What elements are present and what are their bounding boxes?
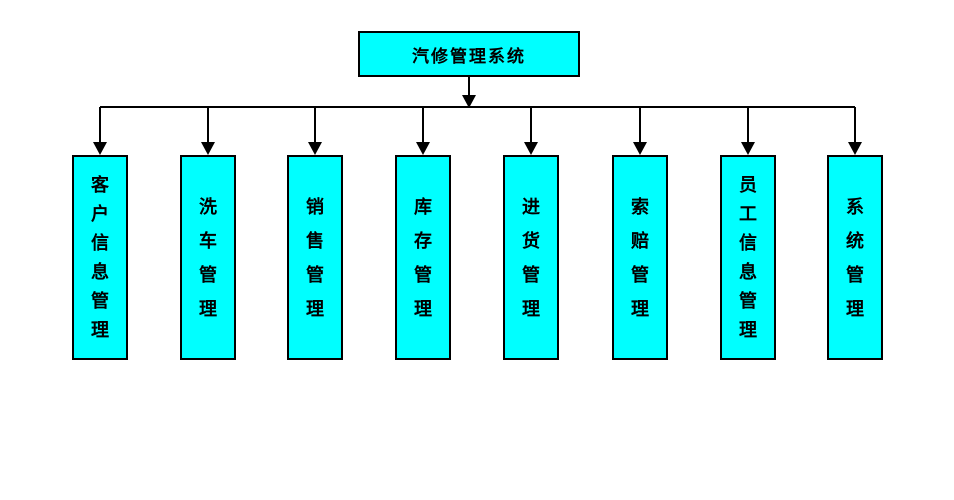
node-system-management: 系 统 管 理	[827, 155, 883, 360]
node-label: 系 统 管 理	[846, 196, 864, 319]
node-employee-info-management: 员 工 信 息 管 理	[720, 155, 776, 360]
node-label: 进 货 管 理	[522, 196, 540, 319]
node-auto-repair-management-system: 汽修管理系统	[358, 31, 580, 77]
node-label: 员 工 信 息 管 理	[739, 174, 757, 340]
drop-connector	[848, 107, 862, 155]
node-car-wash-management: 洗 车 管 理	[180, 155, 236, 360]
node-label: 销 售 管 理	[306, 196, 324, 319]
node-label: 洗 车 管 理	[199, 196, 217, 319]
drop-connector	[633, 107, 647, 155]
root-connector	[462, 77, 476, 108]
node-purchasing-management: 进 货 管 理	[503, 155, 559, 360]
node-label: 客 户 信 息 管 理	[91, 174, 109, 340]
node-sales-management: 销 售 管 理	[287, 155, 343, 360]
node-customer-info-management: 客 户 信 息 管 理	[72, 155, 128, 360]
root-node-label: 汽修管理系统	[412, 46, 526, 66]
node-claims-management: 索 赔 管 理	[612, 155, 668, 360]
drop-connector	[201, 107, 215, 155]
drop-connector	[524, 107, 538, 155]
drop-connector	[308, 107, 322, 155]
drop-connector	[741, 107, 755, 155]
drop-connector	[416, 107, 430, 155]
node-label: 索 赔 管 理	[631, 196, 649, 319]
drop-connector	[93, 107, 107, 155]
node-label: 库 存 管 理	[414, 196, 432, 319]
node-inventory-management: 库 存 管 理	[395, 155, 451, 360]
